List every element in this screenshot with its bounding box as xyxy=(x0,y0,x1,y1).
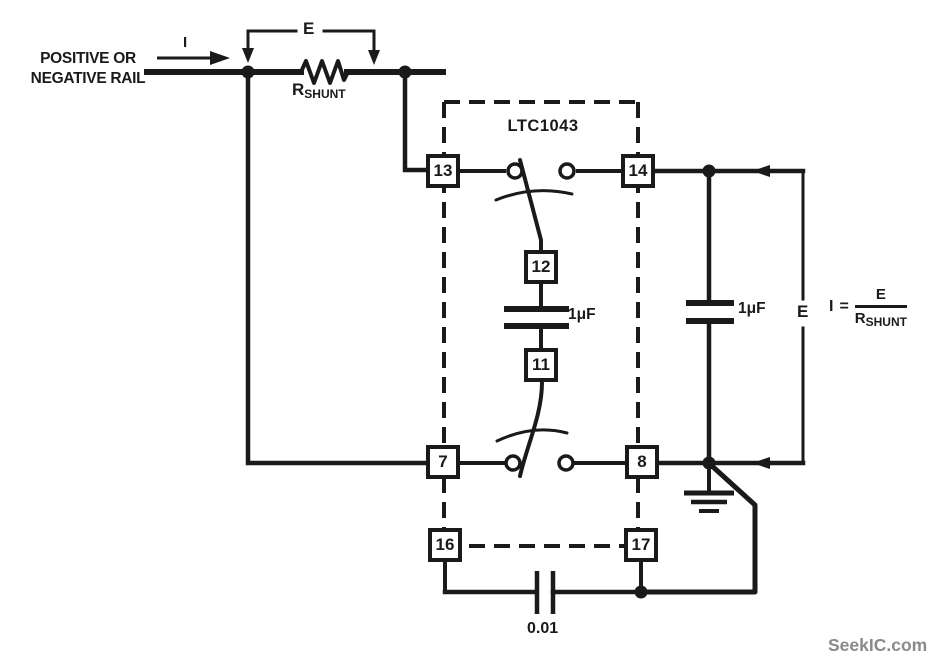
left-arrow-icon xyxy=(752,165,770,177)
pin-17: 17 xyxy=(624,528,658,562)
output-voltage-label: E xyxy=(795,301,811,323)
formula-lhs: I xyxy=(829,297,834,315)
formula: I = E RSHUNT xyxy=(829,286,907,329)
capacitor-plates xyxy=(534,571,556,614)
left-arrow-icon xyxy=(752,457,770,469)
contact-circle xyxy=(557,454,575,472)
feedback-wire xyxy=(641,464,758,595)
pin-11: 11 xyxy=(524,348,558,382)
contact-circle xyxy=(558,162,576,180)
current-arrow xyxy=(157,51,230,65)
switch-arc xyxy=(494,189,574,202)
shunt-resistor-symbol: R xyxy=(292,80,305,99)
down-arrow-icon xyxy=(368,50,380,65)
pin-8: 8 xyxy=(625,445,659,479)
output-capacitor-label: 1μF xyxy=(738,300,766,317)
pin-12: 12 xyxy=(524,250,558,284)
output-capacitor xyxy=(686,171,734,463)
switch-arc xyxy=(495,428,569,443)
formula-den-symbol: R xyxy=(854,310,866,327)
current-label: I xyxy=(183,34,188,51)
capacitor-plates xyxy=(686,300,734,324)
contact-circle xyxy=(506,162,524,180)
formula-equals: = xyxy=(839,297,849,315)
rail-label-line1: POSITIVE OR xyxy=(40,50,136,67)
power-rail xyxy=(144,59,446,85)
flying-capacitor-label: 1μF xyxy=(568,306,596,323)
rail-label-line2: NEGATIVE RAIL xyxy=(30,70,146,87)
pin-7: 7 xyxy=(426,445,460,479)
shunt-resistor xyxy=(299,59,350,85)
voltage-bracket xyxy=(242,29,380,65)
flying-capacitor xyxy=(504,283,569,352)
contact-circle xyxy=(504,454,522,472)
shunt-voltage-label: E xyxy=(300,19,318,39)
switch-bottom xyxy=(458,380,627,478)
shunt-resistor-label: RSHUNT xyxy=(292,80,346,101)
ic-name-label: LTC1043 xyxy=(507,117,579,135)
output-sense-wires xyxy=(652,164,806,470)
down-arrow-icon xyxy=(242,48,254,63)
right-arrow-icon xyxy=(210,51,230,65)
pin-16: 16 xyxy=(428,528,462,562)
pin-14: 14 xyxy=(621,154,655,188)
formula-den-subscript: SHUNT xyxy=(865,315,907,329)
formula-fraction: E RSHUNT xyxy=(854,286,907,329)
junction-dot xyxy=(634,585,648,599)
switch-arm xyxy=(518,158,543,256)
shunt-resistor-subscript: SHUNT xyxy=(304,87,346,101)
oscillator-capacitor-label: 0.01 xyxy=(527,620,559,637)
capacitor-plates xyxy=(504,306,569,329)
ground-symbol xyxy=(684,463,734,513)
pin-13: 13 xyxy=(426,154,460,188)
watermark: SeekIC.com xyxy=(828,635,928,655)
rail-label: POSITIVE OR NEGATIVE RAIL xyxy=(14,49,162,89)
switch-top xyxy=(458,158,623,256)
formula-numerator: E xyxy=(875,286,886,303)
formula-denominator: RSHUNT xyxy=(854,305,907,329)
input-wiring xyxy=(245,69,433,466)
oscillator-capacitor xyxy=(442,562,648,614)
